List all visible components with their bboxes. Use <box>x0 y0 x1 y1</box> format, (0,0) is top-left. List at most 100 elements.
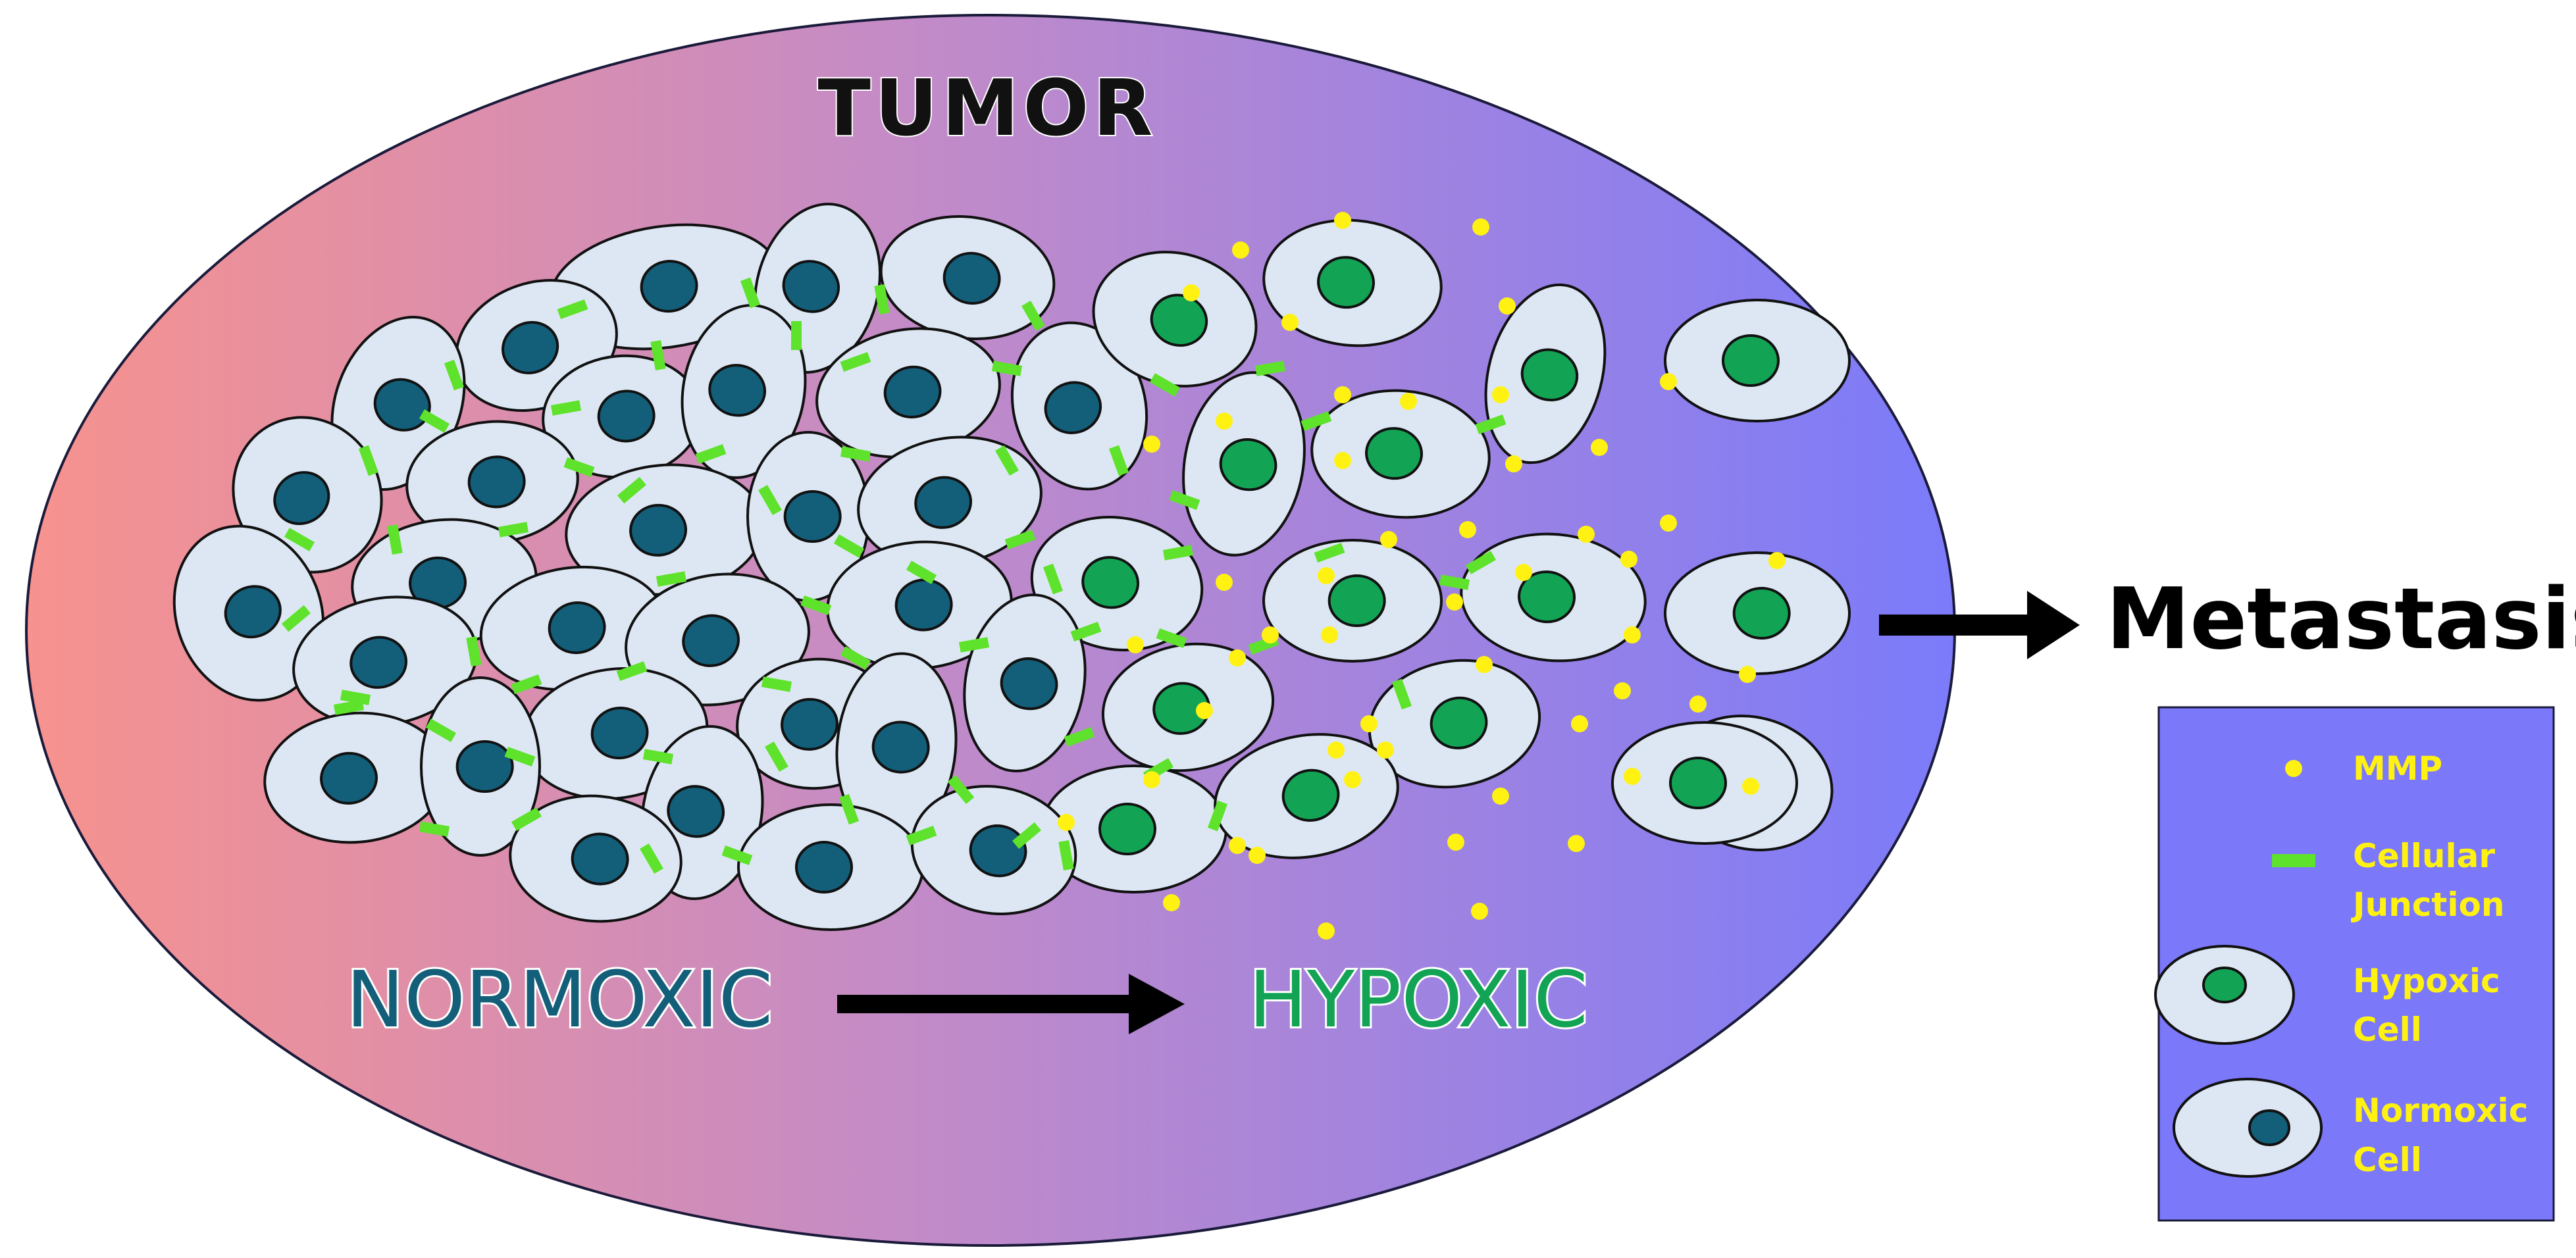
hypoxic-nucleus <box>1365 427 1424 480</box>
hypoxic-cell <box>1310 389 1491 519</box>
junction-dash <box>1021 300 1045 332</box>
junction-dash <box>1301 411 1332 432</box>
cellular-junctions <box>282 277 1507 874</box>
junction-dash <box>1012 822 1041 849</box>
mmp-dot <box>1360 715 1378 732</box>
mmp-dot <box>1229 649 1246 667</box>
mmp-dot <box>1660 373 1677 390</box>
normoxic-cell <box>232 416 383 574</box>
junction-dash <box>1314 542 1345 563</box>
mmp-dot <box>1232 241 1249 259</box>
legend-mmp-dot <box>2285 760 2302 777</box>
mmp-dot <box>1318 922 1335 940</box>
legend-junction-label-2: Junction <box>2351 886 2504 924</box>
junction-dash <box>906 825 937 846</box>
hypoxic-nucleus <box>1669 757 1727 809</box>
mmp-dot <box>1624 626 1641 643</box>
hypoxic-nucleus <box>1219 438 1277 491</box>
hypoxic-cell <box>1262 218 1443 347</box>
junction-dash <box>1169 490 1200 511</box>
junction-dash <box>906 561 937 584</box>
normoxic-nucleus <box>502 320 559 374</box>
hypoxic-nucleus <box>1722 334 1780 387</box>
normoxic-nucleus <box>708 364 767 417</box>
normoxic-nucleus <box>597 390 656 443</box>
mmp-dot <box>1499 297 1516 314</box>
junction-dash <box>511 807 542 831</box>
mmp-dot <box>1689 695 1707 713</box>
hypoxic-nucleus <box>1520 348 1579 402</box>
normoxic-nucleus <box>781 697 839 751</box>
junction-dash <box>650 340 666 371</box>
junction-dash <box>1391 678 1412 710</box>
mmp-dot <box>1334 452 1351 469</box>
hypoxic-cell <box>1484 283 1607 465</box>
mmp-dot <box>1216 413 1233 430</box>
junction-dash <box>791 321 802 350</box>
junction-dash <box>642 749 674 765</box>
mmp-dot <box>1216 574 1233 591</box>
junction-dash <box>1108 445 1129 476</box>
mmp-dot <box>1163 894 1180 911</box>
junction-dash <box>1070 621 1102 642</box>
normoxic-nucleus <box>224 585 282 639</box>
normoxic-nucleus <box>871 720 930 774</box>
normoxic-nucleus <box>795 841 853 893</box>
mmp-dot <box>1515 564 1532 581</box>
hypoxic-cell <box>1262 539 1443 663</box>
mmp-dot <box>1591 439 1608 456</box>
junction-dash <box>550 400 582 416</box>
junction-dash <box>840 646 871 670</box>
junction-dash <box>1465 551 1497 574</box>
normoxic-nucleus <box>914 476 973 529</box>
normoxic-nucleus <box>273 470 330 526</box>
normoxic-nucleus <box>467 455 526 509</box>
junction-dash <box>419 821 450 837</box>
junction-dash <box>387 524 403 555</box>
junction-dash <box>425 718 457 742</box>
normoxic-cell <box>681 304 807 479</box>
hypoxic-cell <box>1030 515 1204 652</box>
mmp-dot <box>1229 837 1246 854</box>
hypoxic-cell <box>1664 299 1851 422</box>
junction-dash <box>721 845 753 866</box>
junction-dash <box>1439 574 1470 590</box>
hypoxic-nucleus <box>1281 768 1340 822</box>
junction-dash <box>1004 529 1036 550</box>
mmp-dot <box>1127 636 1144 653</box>
legend-hypoxic-label-2: Cell <box>2353 1011 2422 1049</box>
normoxic-cell <box>420 676 541 857</box>
hypoxic-nucleus <box>1430 696 1488 749</box>
junction-dash <box>991 361 1023 376</box>
normoxic-nucleus <box>590 706 649 760</box>
normoxic-nucleus <box>548 601 606 655</box>
junction-dash <box>1043 563 1064 595</box>
mmp-dot <box>1183 284 1200 301</box>
mmp-dot <box>1620 551 1637 568</box>
hypoxic-nucleus <box>1327 574 1386 627</box>
normoxic-nucleus <box>894 578 953 632</box>
normoxic-cell <box>746 431 870 602</box>
mmp-dot <box>1321 626 1338 643</box>
junction-dash <box>444 359 465 391</box>
mmp-dot <box>1476 656 1493 673</box>
normoxic-nucleus <box>571 832 629 886</box>
hypoxic-nucleus <box>1317 256 1376 309</box>
mmp-dot <box>1505 455 1522 472</box>
normoxic-cell <box>172 524 325 702</box>
mmp-dot <box>1446 593 1463 611</box>
normoxic-nucleus <box>667 785 725 838</box>
normoxic-cell <box>509 794 683 923</box>
hypoxic-label: HYPOXIC <box>1249 954 1587 1045</box>
mmp-dot <box>1624 768 1641 785</box>
mmp-dot <box>1568 835 1585 852</box>
mmp-dot <box>1459 521 1476 538</box>
junction-dash <box>1254 361 1286 376</box>
mmp-dot <box>1471 903 1488 920</box>
junction-dash <box>874 284 890 315</box>
junction-dash <box>1156 628 1187 649</box>
legend-junction-label-1: Cellular <box>2353 837 2495 875</box>
junction-dash <box>1149 373 1181 397</box>
normoxic-cell <box>625 572 810 707</box>
normoxic-cell <box>879 215 1056 340</box>
